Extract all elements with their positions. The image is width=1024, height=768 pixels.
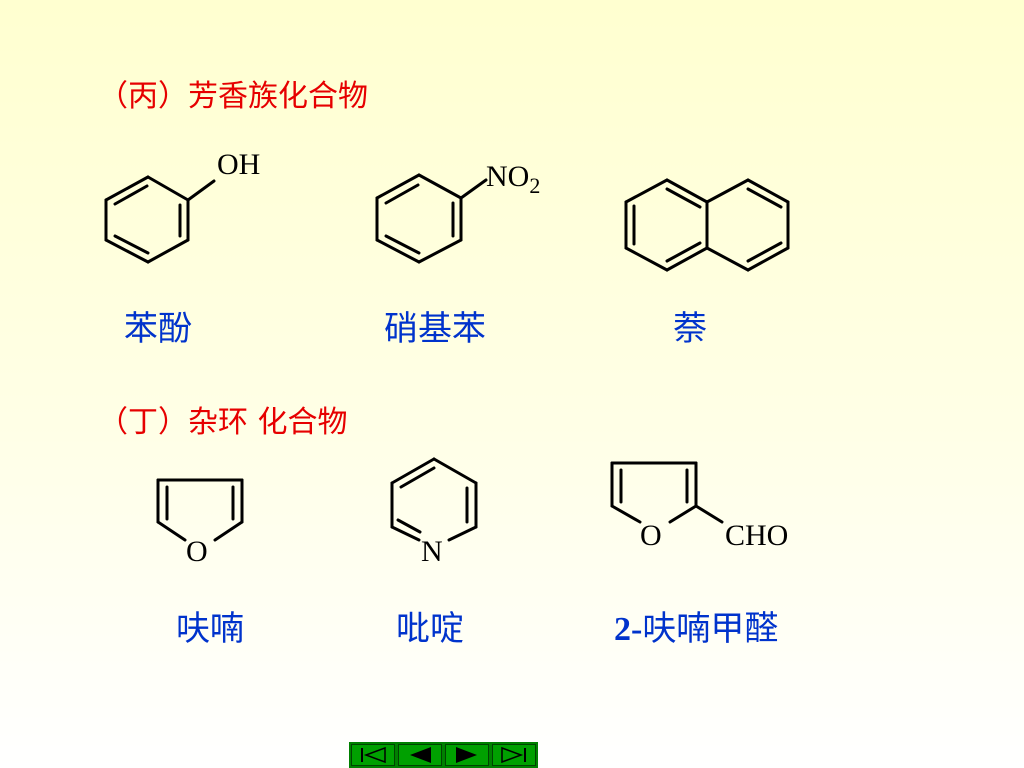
phenol-name: 苯酚 xyxy=(124,309,192,349)
pyridine-nitrogen-label: N xyxy=(421,535,443,568)
nitrobenzene-structure: NO2 xyxy=(375,160,540,264)
furan-structure: O xyxy=(156,478,244,568)
naphthalene-name: 萘 xyxy=(673,309,707,349)
slide-navigation xyxy=(349,742,538,768)
furfural-name: 2-呋喃甲醛 xyxy=(614,612,778,647)
heterocyclic-section-heading: （丁）杂环 化合物 xyxy=(98,405,348,440)
first-slide-button[interactable] xyxy=(351,744,395,766)
phenol-structure: OH xyxy=(104,148,260,264)
furfural-structure: O CHO xyxy=(610,461,788,552)
previous-slide-button[interactable] xyxy=(398,744,442,766)
pyridine-structure: N xyxy=(390,457,478,568)
furfural-position-prefix: 2- xyxy=(614,611,643,648)
aromatic-section-heading: （丙）芳香族化合物 xyxy=(98,79,368,114)
nitro-label: NO2 xyxy=(486,160,540,198)
furfural-oxygen-label: O xyxy=(640,519,662,552)
furan-oxygen-label: O xyxy=(186,535,208,568)
next-icon xyxy=(456,747,477,763)
pyridine-name: 吡啶 xyxy=(396,609,464,649)
furan-name: 呋喃 xyxy=(176,609,244,649)
previous-icon xyxy=(410,747,431,763)
naphthalene-structure xyxy=(624,178,790,272)
last-slide-button[interactable] xyxy=(492,744,536,766)
furfural-name-text: 呋喃甲醛 xyxy=(642,609,779,649)
last-icon xyxy=(501,746,526,764)
hydroxyl-label: OH xyxy=(217,148,260,181)
first-icon xyxy=(361,746,386,764)
aldehyde-label: CHO xyxy=(725,519,788,552)
next-slide-button[interactable] xyxy=(445,744,489,766)
nitrobenzene-name: 硝基苯 xyxy=(384,309,486,349)
